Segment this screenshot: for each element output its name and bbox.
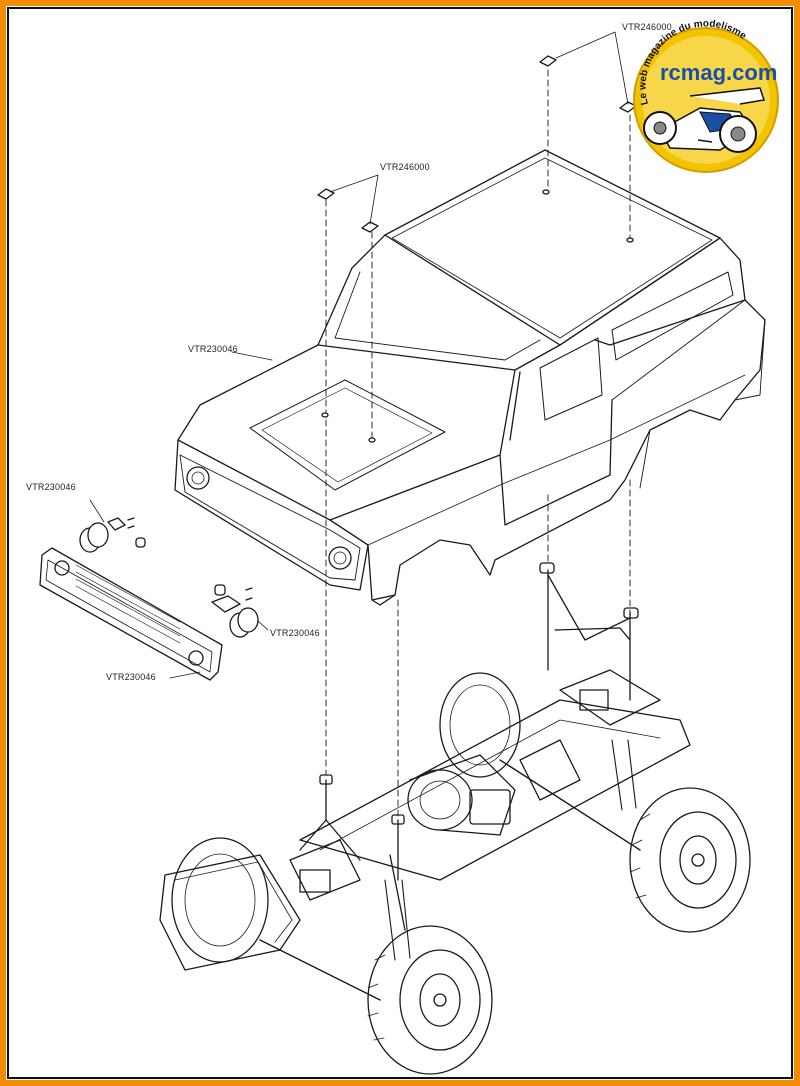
- label-headlight-left: VTR230046: [26, 482, 76, 492]
- chassis: [159, 562, 751, 1075]
- rcmag-logo: Le web magazine du modelisme rcmag.com: [633, 19, 779, 173]
- label-roof-clip-left: VTR246000: [380, 162, 430, 172]
- label-body: VTR230046: [188, 344, 238, 354]
- buggy-icon: [643, 87, 765, 153]
- grille: [39, 547, 223, 681]
- headlight-assembly-left: [79, 517, 146, 553]
- label-roof-clip-right: VTR246000: [622, 22, 672, 32]
- label-grille: VTR230046: [106, 672, 156, 682]
- inner-frame: [7, 7, 793, 1079]
- label-headlight-right: VTR230046: [270, 628, 320, 638]
- roof-clips-right: [539, 55, 637, 113]
- headlight-assembly-right: [211, 584, 259, 638]
- roof-clips-left: [317, 188, 379, 233]
- logo-name: rcmag.com: [660, 60, 777, 85]
- body-shell: [174, 149, 766, 606]
